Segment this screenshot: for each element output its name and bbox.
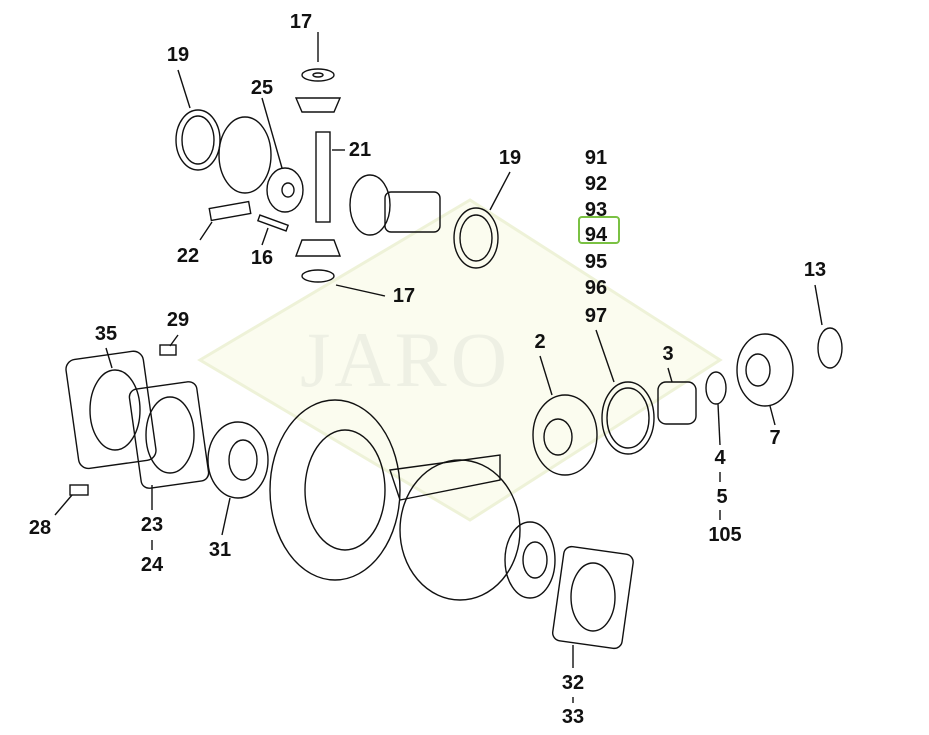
part-label-3[interactable]: 3 — [662, 343, 674, 365]
spacer-3 — [657, 381, 697, 425]
shim-91-97 — [601, 381, 655, 455]
part-label-2[interactable]: 2 — [534, 331, 546, 353]
part-label-13[interactable]: 13 — [803, 259, 827, 281]
selected-part-highlight — [578, 216, 620, 244]
gasket-32 — [551, 545, 634, 650]
pin-16 — [256, 214, 290, 232]
pin-22 — [208, 200, 252, 222]
part-label-33[interactable]: 33 — [561, 706, 585, 728]
bearing-7 — [736, 333, 794, 407]
part-label-21[interactable]: 21 — [348, 139, 372, 161]
bearing-case — [504, 521, 556, 599]
side-gear-right — [349, 174, 391, 236]
part-label-17[interactable]: 17 — [392, 285, 416, 307]
part-label-29[interactable]: 29 — [166, 309, 190, 331]
bearing-31 — [207, 421, 269, 499]
bearing-cover-35 — [65, 350, 157, 470]
part-label-93[interactable]: 93 — [584, 199, 608, 221]
gasket-23 — [128, 381, 210, 489]
pinion-gear-top — [294, 97, 342, 113]
part-label-25[interactable]: 25 — [250, 77, 274, 99]
bearing-2 — [532, 394, 598, 476]
part-label-7[interactable]: 7 — [769, 427, 781, 449]
bolt-28 — [69, 484, 89, 496]
ring-gear — [269, 399, 401, 581]
part-label-35[interactable]: 35 — [94, 323, 118, 345]
nut-13 — [817, 327, 843, 369]
part-label-97[interactable]: 97 — [584, 305, 608, 327]
part-label-94[interactable]: 94 — [584, 224, 608, 246]
part-label-28[interactable]: 28 — [28, 517, 52, 539]
part-label-92[interactable]: 92 — [584, 173, 608, 195]
side-gear-left — [218, 116, 272, 194]
cross-shaft-21 — [315, 131, 331, 223]
ring-4 — [705, 371, 727, 405]
part-label-23[interactable]: 23 — [140, 514, 164, 536]
watermark-diamond — [197, 198, 723, 522]
part-label-31[interactable]: 31 — [208, 539, 232, 561]
differential-case — [399, 459, 521, 601]
shim-19-right — [453, 207, 499, 269]
part-label-32[interactable]: 32 — [561, 672, 585, 694]
part-label-17[interactable]: 17 — [289, 11, 313, 33]
pinion-gear-bottom — [294, 239, 342, 257]
part-label-4[interactable]: 4 — [714, 447, 726, 469]
bolt-29 — [159, 344, 177, 356]
watermark-logo: JARO — [300, 316, 512, 403]
part-label-105[interactable]: 105 — [708, 524, 742, 546]
splined-shaft — [384, 191, 441, 233]
differential-block-25 — [266, 167, 304, 213]
part-label-22[interactable]: 22 — [176, 245, 200, 267]
part-label-5[interactable]: 5 — [716, 486, 728, 508]
part-label-91[interactable]: 91 — [584, 147, 608, 169]
washer-17-bottom — [301, 269, 335, 283]
part-label-16[interactable]: 16 — [250, 247, 274, 269]
part-label-96[interactable]: 96 — [584, 277, 608, 299]
part-label-19[interactable]: 19 — [498, 147, 522, 169]
part-label-24[interactable]: 24 — [140, 554, 164, 576]
washer-17-top — [301, 68, 335, 82]
part-label-95[interactable]: 95 — [584, 251, 608, 273]
part-label-19[interactable]: 19 — [166, 44, 190, 66]
shim-19-left — [175, 109, 221, 171]
